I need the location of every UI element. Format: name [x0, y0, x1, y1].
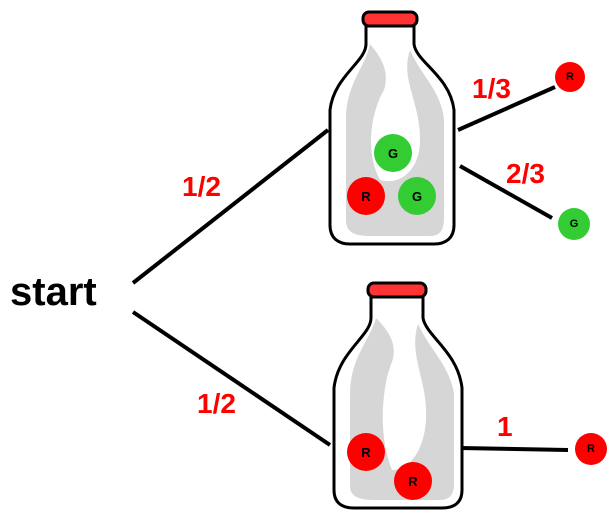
- branch-line-start-to-bottle1: [131, 128, 330, 285]
- ball-green-bottle1: G: [374, 134, 412, 172]
- ball-red-bottle2: R: [347, 433, 385, 471]
- bottle-bottom-cap: [366, 281, 428, 299]
- branch-line-bottle1-to-green: [459, 164, 553, 220]
- branch-line-bottle2-to-red: [459, 446, 569, 452]
- outcome-ball-red: R: [555, 62, 585, 92]
- ball-letter: R: [408, 473, 418, 489]
- start-label: start: [10, 270, 97, 314]
- outcome-ball-green: G: [558, 208, 590, 240]
- ball-letter: R: [361, 444, 371, 460]
- ball-letter: R: [566, 71, 574, 83]
- probability-label-bottle2-to-red: 1: [497, 411, 513, 442]
- probability-label-bottle1-to-green: 2/3: [506, 158, 545, 189]
- bottle-top: [328, 10, 456, 246]
- branch-line-bottle1-to-red: [457, 85, 556, 132]
- bottle-top-cap: [361, 10, 419, 28]
- ball-letter: G: [569, 218, 579, 230]
- probability-label-start-to-bottle1: 1/2: [182, 171, 221, 202]
- probability-label-bottle1-to-red: 1/3: [472, 73, 511, 104]
- ball-letter: R: [587, 443, 595, 455]
- probability-label-start-to-bottle2: 1/2: [197, 388, 236, 419]
- outcome-ball-red: R: [575, 433, 607, 465]
- ball-green-bottle1: G: [398, 177, 436, 215]
- ball-red-bottle1: R: [347, 177, 385, 215]
- ball-letter: G: [387, 145, 399, 161]
- ball-letter: R: [361, 188, 371, 204]
- ball-letter: G: [411, 188, 423, 204]
- branch-line-start-to-bottle2: [131, 310, 332, 447]
- ball-red-bottle2: R: [394, 462, 432, 500]
